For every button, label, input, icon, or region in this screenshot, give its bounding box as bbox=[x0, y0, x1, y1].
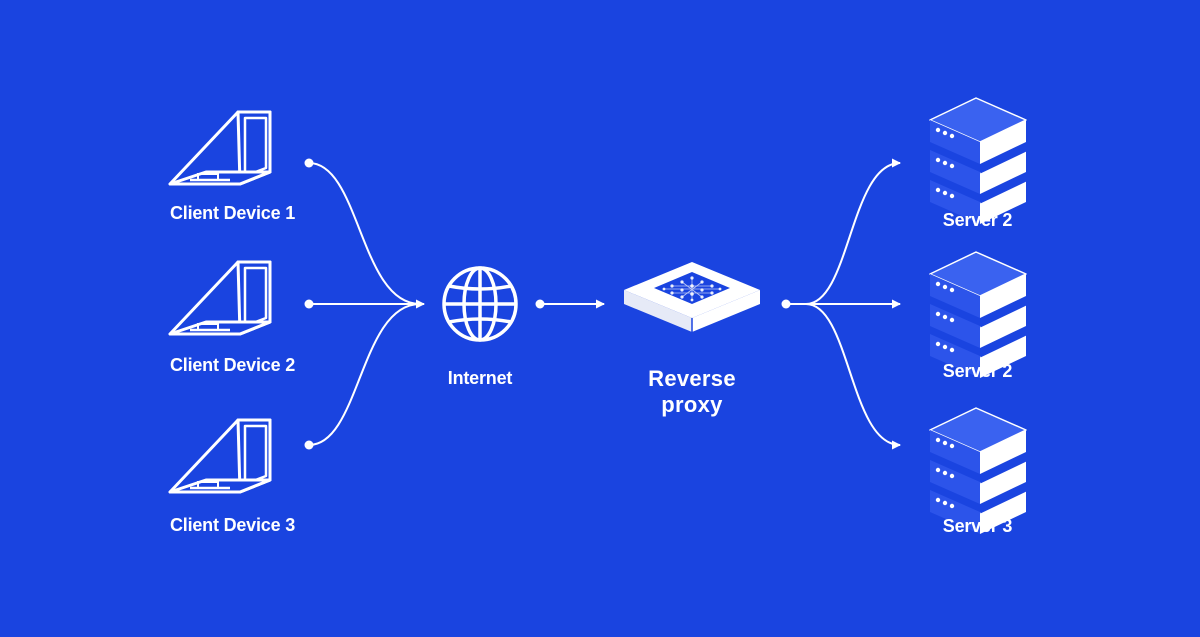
proxy-to-server-3-arrow bbox=[805, 303, 901, 450]
internet-to-proxy-connector bbox=[535, 299, 605, 309]
server-2-stack-icon bbox=[928, 250, 1028, 380]
server-1-label: Server 2 bbox=[942, 210, 1013, 230]
client-3-label: Client Device 3 bbox=[169, 515, 296, 535]
reverse-proxy-label-line1: Reverse bbox=[648, 366, 736, 391]
proxy-to-server-2a-arrow bbox=[805, 158, 901, 305]
client-1-flow-line bbox=[308, 162, 421, 305]
server-3-label: Server 3 bbox=[942, 516, 1013, 536]
client-3-flow-line bbox=[308, 303, 421, 446]
client-1-laptop-icon bbox=[168, 110, 272, 186]
reverse-proxy-box-icon bbox=[624, 262, 760, 332]
server-2-label: Server 2 bbox=[942, 361, 1013, 381]
client-2-laptop-icon bbox=[168, 260, 272, 336]
internet-globe-icon bbox=[442, 266, 518, 342]
internet-label: Internet bbox=[447, 368, 513, 388]
server-1-stack-icon bbox=[928, 96, 1028, 226]
client-2-label: Client Device 2 bbox=[169, 355, 296, 375]
proxy-to-server-connectors bbox=[781, 158, 901, 450]
reverse-proxy-label-line2: proxy bbox=[661, 392, 723, 417]
client-connectors bbox=[304, 158, 425, 450]
client-3-laptop-icon bbox=[168, 418, 272, 494]
reverse-proxy-label: Reverse proxy bbox=[632, 366, 752, 418]
client-1-label: Client Device 1 bbox=[169, 203, 296, 223]
